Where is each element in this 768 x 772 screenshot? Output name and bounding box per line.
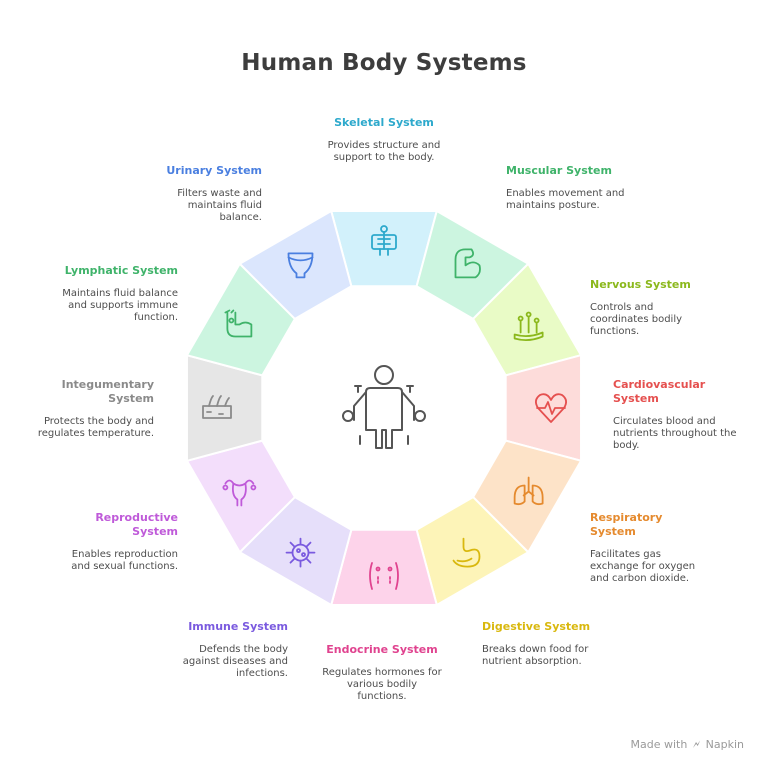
system-name: Lymphatic System <box>64 264 178 277</box>
system-description: Filters waste and maintains fluid balanc… <box>177 188 262 223</box>
xray-skeleton-icon <box>371 225 397 256</box>
lymph-node-icon <box>224 309 253 338</box>
bladder-icon <box>287 252 314 279</box>
neurons-icon <box>513 311 544 341</box>
lungs-icon <box>513 476 544 506</box>
system-name: Digestive System <box>482 620 591 633</box>
virus-icon <box>285 537 316 568</box>
footer-prefix: Made with <box>630 738 688 751</box>
segment-urinary-system <box>238 209 353 321</box>
human-body-icon <box>342 365 426 449</box>
torso-glands-icon <box>369 562 399 590</box>
system-description: Circulates blood and nutrients throughou… <box>613 416 737 451</box>
system-description: Regulates hormones for various bodily fu… <box>322 667 442 702</box>
system-name: Cardiovascular System <box>613 378 706 405</box>
system-name: Respiratory System <box>590 511 663 538</box>
page-title: Human Body Systems <box>241 50 527 76</box>
system-name: Reproductive System <box>95 511 178 538</box>
stomach-icon <box>452 537 481 568</box>
system-name: Integumentary System <box>61 378 154 405</box>
uterus-icon <box>222 479 257 507</box>
system-name: Muscular System <box>506 164 612 177</box>
system-name: Nervous System <box>590 278 691 291</box>
system-name: Skeletal System <box>334 116 434 129</box>
flexed-arm-icon <box>454 248 481 279</box>
system-description: Provides structure and support to the bo… <box>327 140 441 163</box>
system-description: Breaks down food for nutrient absorption… <box>482 644 589 667</box>
system-description: Protects the body and regulates temperat… <box>37 416 154 439</box>
footer-brand[interactable]: Napkin <box>705 738 744 751</box>
footer-credit: Made with 🗲 Napkin <box>630 738 744 752</box>
system-description: Facilitates gas exchange for oxygen and … <box>590 549 696 584</box>
skin-hair-icon <box>202 395 232 419</box>
system-name: Immune System <box>188 620 288 633</box>
system-description: Defends the body against diseases and in… <box>182 644 288 679</box>
system-description: Enables movement and maintains posture. <box>506 188 625 211</box>
system-description: Controls and coordinates bodily function… <box>590 302 683 337</box>
system-name: Endocrine System <box>326 643 438 656</box>
system-name: Urinary System <box>166 164 262 177</box>
heart-pulse-icon <box>535 393 567 423</box>
napkin-logo-icon: 🗲 <box>692 738 701 751</box>
system-description: Enables reproduction and sexual function… <box>71 549 178 572</box>
system-description: Maintains fluid balance and supports imm… <box>62 288 178 323</box>
